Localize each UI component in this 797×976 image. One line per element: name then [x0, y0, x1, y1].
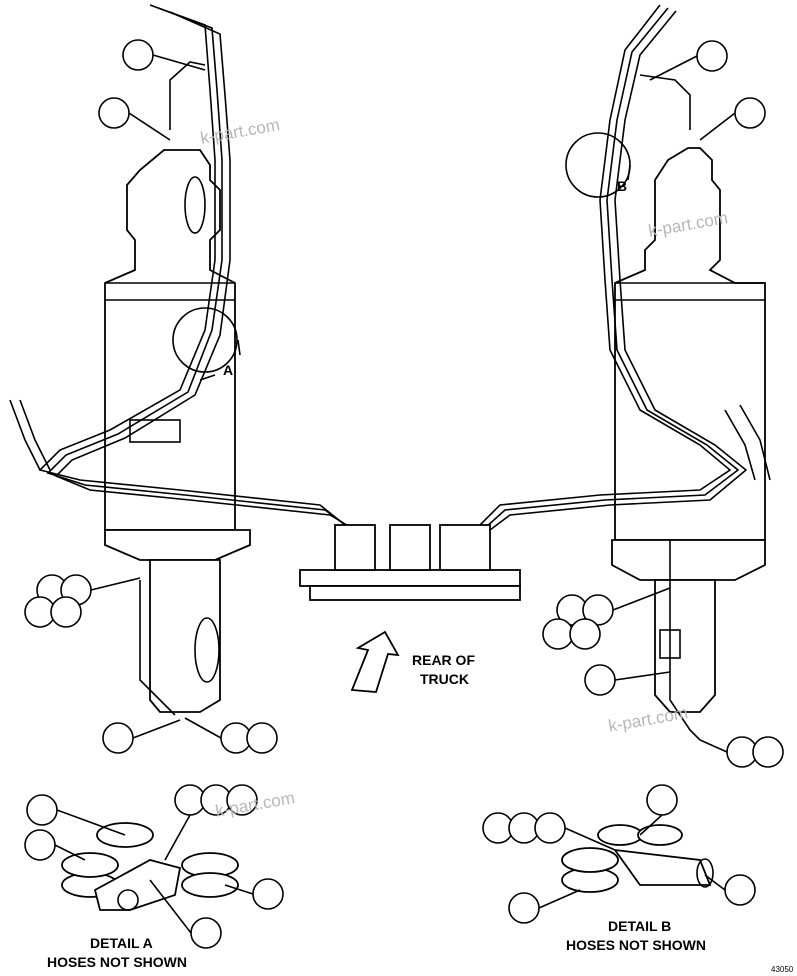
rear-of-truck-arrow [350, 630, 400, 693]
leader-lines [54, 54, 736, 934]
drawing-number: 43050 [771, 965, 794, 974]
detail-b-title: DETAIL B [608, 918, 672, 934]
rear-of-truck-label-line1: REAR OF [412, 652, 475, 668]
rear-of-truck-label-line2: TRUCK [420, 671, 469, 687]
detail-b-clamp [561, 824, 714, 893]
detail-marker-a: A [223, 362, 234, 378]
detail-marker-b: B [617, 178, 628, 194]
detail-a-circle [172, 307, 238, 373]
left-suspension-cylinder [104, 149, 251, 713]
detail-b-note: HOSES NOT SHOWN [566, 937, 707, 953]
detail-a-clamp [61, 822, 239, 911]
manifold-block [299, 524, 521, 601]
detail-a-note: HOSES NOT SHOWN [47, 954, 188, 970]
hose-bundles [9, 4, 771, 741]
detail-a-title: DETAIL A [90, 935, 153, 951]
